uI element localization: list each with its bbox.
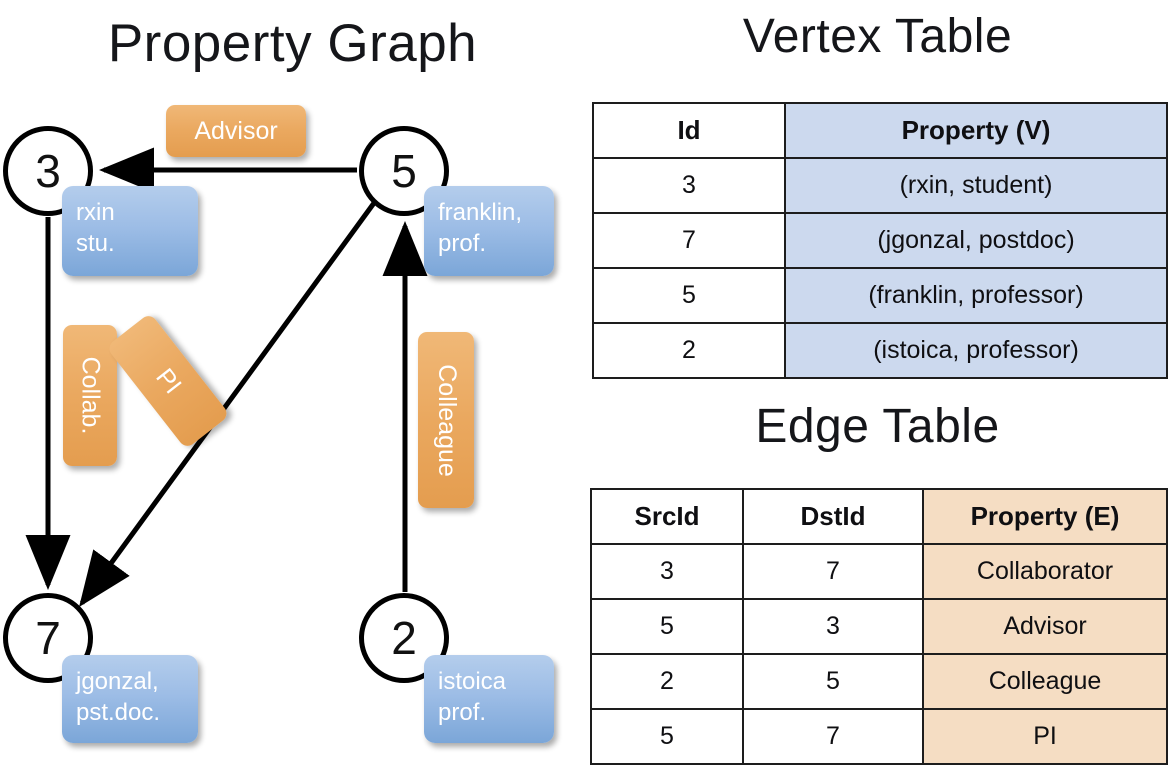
table-row: 3 7 Collaborator — [590, 543, 1168, 600]
edge-table-cell-srcid: 5 — [590, 708, 744, 765]
edge-table-header-property: Property (E) — [922, 488, 1168, 545]
table-header-row: Id Property (V) — [592, 102, 1168, 159]
vertex-table-cell-id: 2 — [592, 322, 786, 379]
vertex-property-box-istoica: istoica prof. — [424, 655, 554, 743]
table-row: 5 3 Advisor — [590, 598, 1168, 655]
edge-table-cell-srcid: 5 — [590, 598, 744, 655]
edge-table-cell-dstid: 7 — [742, 543, 924, 600]
edge-table-cell-dstid: 5 — [742, 653, 924, 710]
edge-label-colleague-text: Colleague — [432, 363, 461, 477]
vertex-table-cell-id: 7 — [592, 212, 786, 269]
edge-table-cell-dstid: 7 — [742, 708, 924, 765]
table-header-row: SrcId DstId Property (E) — [590, 488, 1168, 545]
table-row: 7 (jgonzal, postdoc) — [592, 212, 1168, 269]
page-title-vertex-table: Vertex Table — [742, 10, 1013, 63]
graph-vertex-5[interactable]: 5 — [359, 126, 449, 216]
page-title-property-graph: Property Graph — [107, 14, 478, 73]
page-title-edge-table: Edge Table — [755, 400, 1000, 453]
vertex-property-box-franklin: franklin, prof. — [424, 186, 554, 276]
vertex-table-header-property: Property (V) — [784, 102, 1168, 159]
edge-label-collab: Collab. — [63, 325, 117, 466]
vertex-property-box-jgonzal: jgonzal, pst.doc. — [62, 655, 198, 743]
vertex-table-header-id: Id — [592, 102, 786, 159]
vertex-table-cell-id: 5 — [592, 267, 786, 324]
edge-table-header-dstid: DstId — [742, 488, 924, 545]
edge-table-cell-property: Collaborator — [922, 543, 1168, 600]
edge-label-advisor-text: Advisor — [194, 116, 278, 145]
vertex-table-cell-property: (rxin, student) — [784, 157, 1168, 214]
edge-arrow-pi — [79, 201, 377, 608]
table-row: 2 (istoica, professor) — [592, 322, 1168, 379]
edge-table-header-srcid: SrcId — [590, 488, 744, 545]
edge-label-pi-text: PI — [150, 362, 187, 399]
table-row: 5 7 PI — [590, 708, 1168, 765]
edge-table-cell-srcid: 2 — [590, 653, 744, 710]
edge-table-cell-property: PI — [922, 708, 1168, 765]
graph-vertex-2[interactable]: 2 — [359, 593, 449, 683]
edge-table-cell-dstid: 3 — [742, 598, 924, 655]
table-row: 3 (rxin, student) — [592, 157, 1168, 214]
vertex-table: Id Property (V) 3 (rxin, student) 7 (jgo… — [592, 102, 1168, 379]
table-row: 5 (franklin, professor) — [592, 267, 1168, 324]
vertex-table-cell-property: (istoica, professor) — [784, 322, 1168, 379]
vertex-table-cell-property: (franklin, professor) — [784, 267, 1168, 324]
vertex-property-box-rxin: rxin stu. — [62, 186, 198, 276]
edge-table: SrcId DstId Property (E) 3 7 Collaborato… — [590, 488, 1168, 765]
vertex-table-cell-property: (jgonzal, postdoc) — [784, 212, 1168, 269]
table-row: 2 5 Colleague — [590, 653, 1168, 710]
edge-label-collab-text: Collab. — [76, 356, 105, 435]
graph-edge-arrows — [25, 147, 428, 608]
property-graph-diagram: 3 5 7 2 rxin stu. franklin, prof. jgonza… — [0, 0, 585, 760]
edge-table-cell-property: Advisor — [922, 598, 1168, 655]
edge-table-cell-property: Colleague — [922, 653, 1168, 710]
edge-table-cell-srcid: 3 — [590, 543, 744, 600]
vertex-table-cell-id: 3 — [592, 157, 786, 214]
edge-label-colleague: Colleague — [418, 332, 474, 508]
edge-label-advisor: Advisor — [166, 105, 306, 157]
